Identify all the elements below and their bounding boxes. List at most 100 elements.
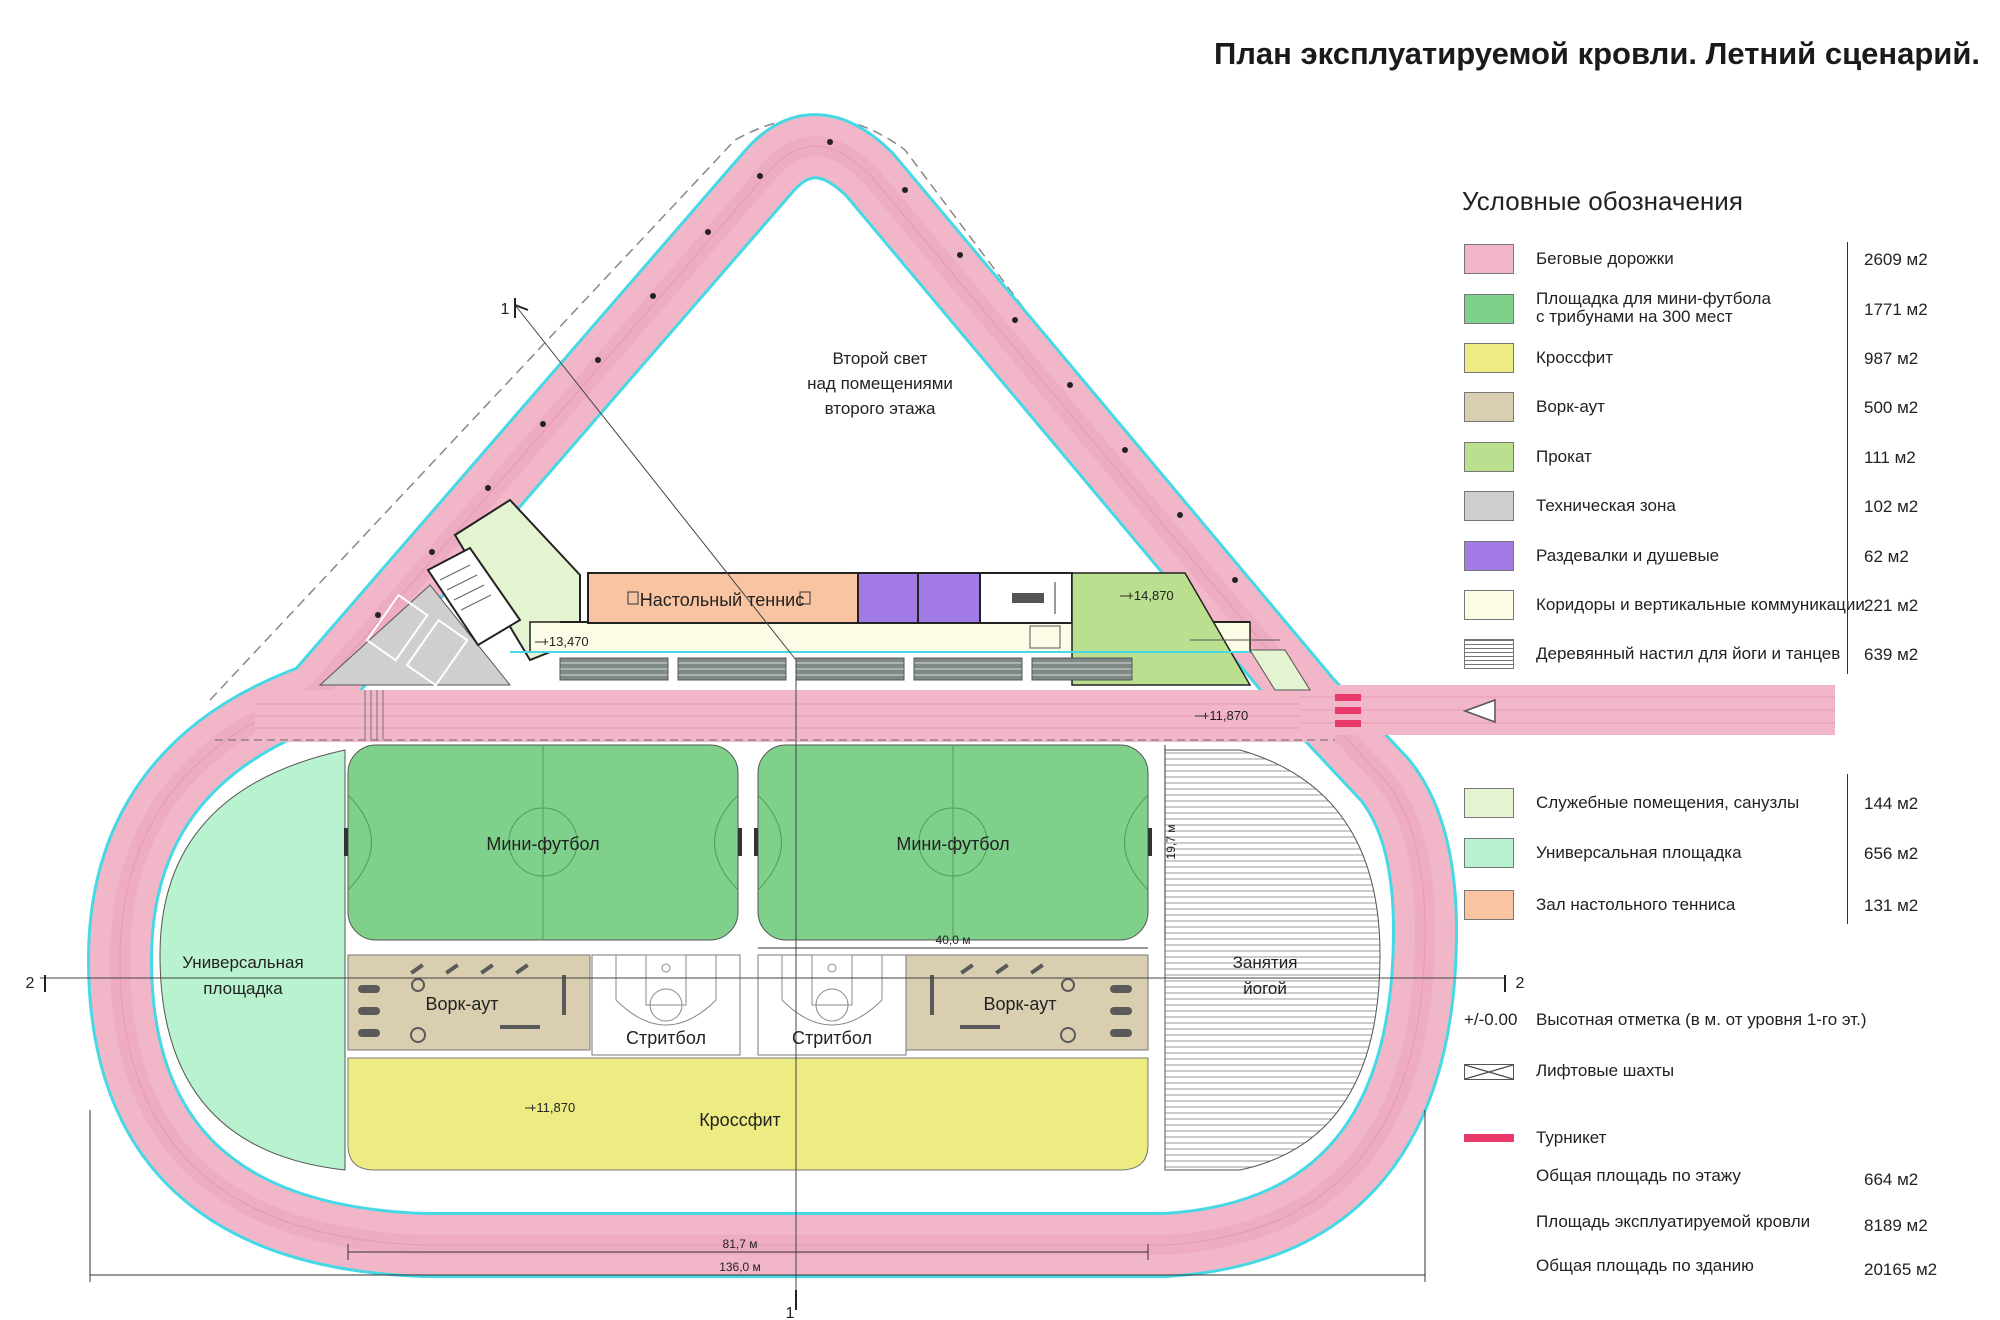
legend-separator	[1847, 774, 1848, 924]
legend-swatch	[1464, 294, 1514, 324]
elevation-11870-crossfit: +11,870	[529, 1100, 575, 1115]
axis-1-bottom: 1	[786, 1305, 795, 1320]
legend-area: 144 м2	[1864, 794, 1919, 813]
workout-label-left: Ворк-аут	[426, 994, 499, 1014]
track-crossing-marks	[364, 690, 384, 740]
minifootball-field-1	[344, 744, 742, 941]
site-boundary-dashed	[209, 116, 1116, 701]
lift-note: Лифтовые шахты	[1536, 1061, 1675, 1080]
locker-room-2	[917, 572, 981, 624]
legend-label: Универсальная площадка	[1536, 843, 1742, 862]
second-light-label-1: Второй свет	[833, 349, 928, 368]
legend-area: 2609 м2	[1864, 250, 1928, 269]
track-markers	[375, 139, 1238, 618]
dimension-19-7: 19,7 м	[1164, 825, 1178, 860]
elevation-11870-track: +11,870	[1202, 708, 1248, 723]
page-title: План эксплуатируемой кровли. Летний сцен…	[1213, 36, 1980, 71]
legend-area: 221 м2	[1864, 596, 1919, 615]
minifootball-field-2	[754, 744, 1152, 941]
yoga-label-1: Занятия	[1233, 953, 1298, 972]
crossfit-zone	[347, 1057, 1149, 1171]
dimension-136: 136,0 м	[719, 1260, 761, 1274]
universal-label-1: Универсальная	[182, 953, 303, 972]
locker-room-1	[857, 572, 919, 624]
legend-swatch	[1464, 890, 1514, 920]
turnstile-legend-icon	[1464, 1134, 1514, 1142]
stair-core	[426, 546, 522, 647]
legend-item-wooden-deck: Деревянный настил для йоги и танцев 639 …	[1464, 635, 1954, 675]
legend-item-lockers: Раздевалки и душевые 62 м2	[1464, 537, 1954, 577]
axis-2-right: 2	[1516, 975, 1525, 992]
legend-item-running-tracks: Беговые дорожки 2609 м2	[1464, 240, 1954, 280]
yoga-deck	[1164, 749, 1381, 1171]
universal-label-2: площадка	[203, 979, 283, 998]
tennis-hall	[587, 572, 859, 624]
legend-label: Деревянный настил для йоги и танцев	[1536, 644, 1841, 663]
minifootball-label-1: Мини-футбол	[486, 834, 599, 854]
streetball-label-2: Стритбол	[792, 1028, 872, 1048]
workout-zone-left	[347, 954, 591, 1051]
legend-separator	[1847, 242, 1848, 674]
elevation-note: Высотная отметка (в м. от уровня 1-го эт…	[1536, 1010, 1867, 1029]
legend-swatch	[1464, 491, 1514, 521]
crossfit-label: Кроссфит	[699, 1110, 781, 1130]
legend-item-tennis: Зал настольного тенниса 131 м2	[1464, 886, 1954, 926]
streetball-court-2	[757, 954, 907, 1056]
workout-zone-right	[904, 954, 1149, 1051]
legend-swatch	[1464, 244, 1514, 274]
legend-area: 62 м2	[1864, 547, 1909, 566]
turnstile-icon	[1335, 694, 1361, 727]
legend-label: Кроссфит	[1536, 348, 1614, 367]
legend-label: Техническая зона	[1536, 496, 1676, 515]
legend-area: 131 м2	[1864, 896, 1919, 915]
turnstile-note: Турникет	[1536, 1128, 1607, 1147]
service-rooms-block	[453, 498, 581, 662]
tennis-label: Настольный теннис	[640, 590, 804, 610]
legend-item-corridors: Коридоры и вертикальные коммуникации 221…	[1464, 586, 1954, 626]
streetball-label-1: Стритбол	[626, 1028, 706, 1048]
legend-swatch	[1464, 442, 1514, 472]
tribune-benches	[559, 657, 1133, 681]
legend-area: 656 м2	[1864, 844, 1919, 863]
dimension-81-7: 81,7 м	[723, 1237, 758, 1251]
total-floor-value: 664 м2	[1864, 1170, 1919, 1189]
second-light-label-3: второго этажа	[825, 399, 936, 418]
legend-item-rental: Прокат 111 м2	[1464, 438, 1954, 478]
legend-swatch	[1464, 343, 1514, 373]
legend-swatch	[1464, 639, 1514, 669]
elevation-14870: +14,870	[1126, 588, 1173, 603]
legend-area: 1771 м2	[1864, 300, 1928, 319]
dimension-40: 40,0 м	[936, 933, 971, 947]
legend-label: Площадка для мини-футбола с трибунами на…	[1536, 289, 1771, 326]
technical-zone	[318, 584, 512, 686]
total-building-value: 20165 м2	[1864, 1260, 1938, 1279]
legend-item-workout: Ворк-аут 500 м2	[1464, 388, 1954, 428]
legend-swatch	[1464, 392, 1514, 422]
legend-label: Служебные помещения, санузлы	[1536, 793, 1800, 812]
lift-shaft-icon	[1464, 1064, 1514, 1080]
legend-item-universal: Универсальная площадка 656 м2	[1464, 834, 1954, 874]
legend-swatch	[1464, 590, 1514, 620]
legend-label: Зал настольного тенниса	[1536, 895, 1736, 914]
legend-swatch	[1464, 838, 1514, 868]
track-lane-line	[109, 136, 1436, 1255]
yoga-label-2: йогой	[1243, 979, 1287, 998]
total-roof-label: Площадь эксплуатируемой кровли	[1536, 1212, 1811, 1231]
rental-zone	[1071, 572, 1252, 686]
elevation-13470: +13,470	[541, 634, 588, 649]
streetball-court-1	[591, 954, 741, 1056]
legend-swatch	[1464, 788, 1514, 818]
total-floor-label: Общая площадь по этажу	[1536, 1166, 1741, 1185]
entry-arrow-icon	[1462, 698, 1496, 724]
legend-item-minifootball: Площадка для мини-футбола с трибунами на…	[1464, 290, 1954, 330]
second-light-label-2: над помещениями	[807, 374, 953, 393]
universal-playground	[159, 749, 346, 1171]
legend-label: Прокат	[1536, 447, 1592, 466]
axis-1-top: 1	[501, 301, 510, 318]
legend-label: Ворк-аут	[1536, 397, 1605, 416]
legend-area: 639 м2	[1864, 645, 1919, 664]
legend-item-crossfit: Кроссфит 987 м2	[1464, 339, 1954, 379]
section-line-1	[514, 304, 797, 661]
workout-equipment-icons	[358, 963, 1132, 1037]
workout-label-right: Ворк-аут	[984, 994, 1057, 1014]
